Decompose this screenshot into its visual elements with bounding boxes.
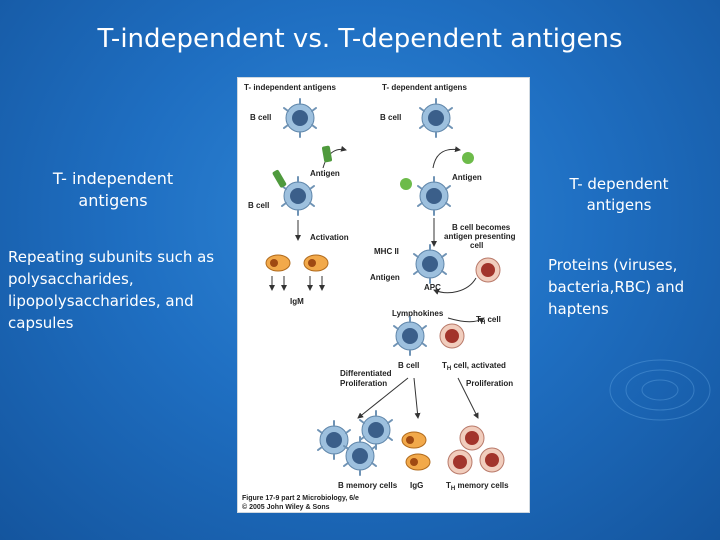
fig-b-memory-label: B memory cells [338, 481, 398, 490]
fig-apc-label: APC [424, 283, 441, 292]
slide-title: T-independent vs. T-dependent antigens [97, 24, 623, 54]
fig-apc-note-1: B cell becomes [452, 223, 511, 232]
fig-th-activated-label: TH cell, activated [442, 361, 506, 372]
fig-differentiated-label: Differentiated [340, 369, 392, 378]
b-cell-icon [283, 98, 317, 138]
fig-antigen-label-1: Antigen [310, 169, 340, 178]
fig-th-cell-label: TH cell [476, 315, 501, 326]
fig-th-memory-label: TH memory cells [446, 481, 509, 492]
fig-mhc-label: MHC II [374, 247, 399, 256]
fig-heading-right: T- dependent antigens [382, 83, 467, 92]
antigen-icon [321, 145, 333, 163]
left-body-text: Repeating subunits such as polysaccharid… [8, 248, 215, 332]
fig-antigen-label-2: Antigen [452, 173, 482, 182]
t-memory-cell-icon [479, 447, 505, 473]
fig-heading-left: T- independent antigens [244, 83, 337, 92]
t-memory-cell-icon [459, 425, 485, 451]
fig-activation-label: Activation [310, 233, 349, 242]
b-cell-icon [393, 316, 427, 356]
fig-proliferation-label-2: Proliferation [466, 379, 513, 388]
fig-bcell-label-2: B cell [248, 201, 269, 210]
antigen-diagram-figure: T- independent antigens T- dependent ant… [237, 77, 530, 513]
left-heading: T- independent antigens [52, 169, 174, 210]
fig-antigen-label-3: Antigen [370, 273, 400, 282]
apc-icon [413, 244, 447, 284]
fig-proliferation-label-1: Proliferation [340, 379, 387, 388]
plasma-cell-icon [303, 254, 329, 272]
right-heading: T- dependent antigens [569, 175, 669, 214]
fig-igg-label: IgG [410, 481, 423, 490]
plasma-cell-icon [405, 453, 431, 471]
fig-caption-1: Figure 17-9 part 2 Microbiology, 6/e [242, 495, 359, 502]
right-body-text: Proteins (viruses, bacteria,RBC) and hap… [548, 256, 685, 318]
b-cell-icon [417, 176, 451, 216]
fig-bcell-label-4: B cell [398, 361, 419, 370]
antigen-icon [400, 178, 412, 190]
fig-caption-2: © 2005 John Wiley & Sons [242, 503, 330, 511]
antigen-icon [272, 169, 287, 188]
fig-bcell-label-1: B cell [250, 113, 271, 122]
plasma-cell-icon [265, 254, 291, 272]
plasma-cell-icon [401, 431, 427, 449]
fig-bcell-label-3: B cell [380, 113, 401, 122]
t-helper-cell-icon [439, 323, 465, 349]
fig-igm-label: IgM [290, 297, 304, 306]
t-helper-cell-icon [475, 257, 501, 283]
b-cell-icon [281, 176, 315, 216]
b-cell-icon [419, 98, 453, 138]
fig-apc-note-3: cell [470, 241, 483, 250]
fig-lymphokines-label: Lymphokines [392, 309, 444, 318]
t-memory-cell-icon [447, 449, 473, 475]
fig-apc-note-2: antigen presenting [444, 232, 516, 241]
antigen-icon [462, 152, 474, 164]
b-memory-cell-icon [317, 420, 351, 460]
water-ripple-decoration [609, 359, 711, 421]
